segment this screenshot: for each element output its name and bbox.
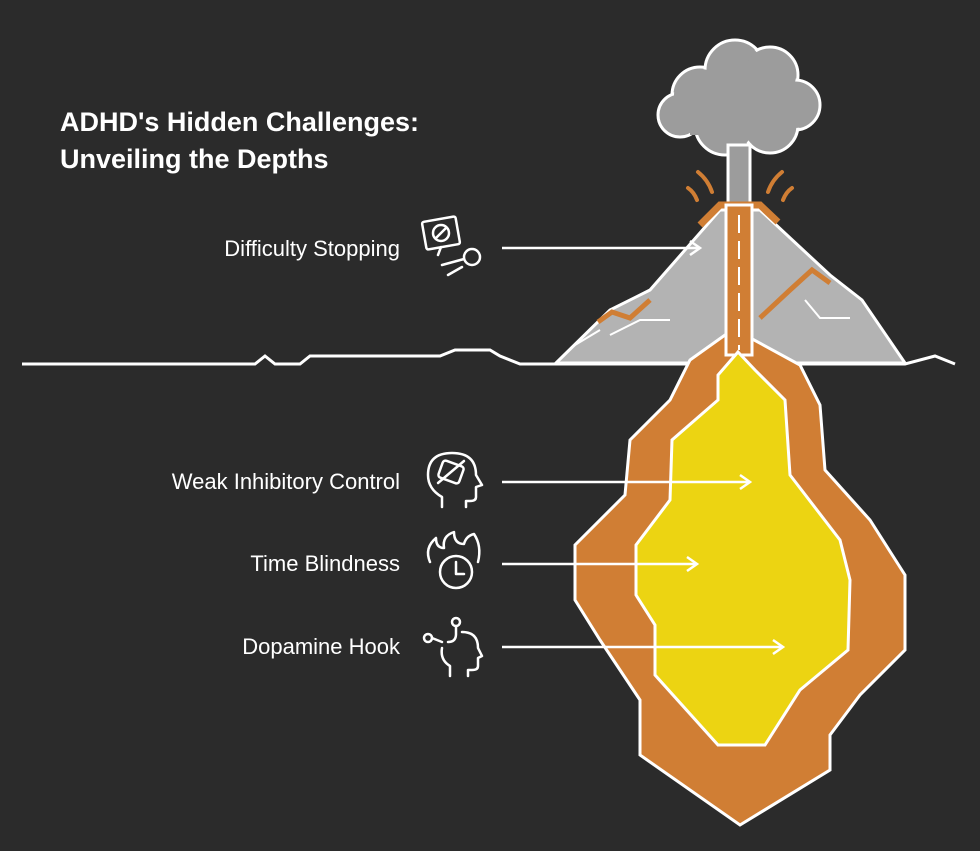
title-line-1: ADHD's Hidden Challenges: [60, 104, 419, 141]
label-dopamine-hook: Dopamine Hook [242, 634, 400, 660]
head-with-crossed-box-icon [420, 445, 490, 515]
head-with-hook-icon [420, 612, 490, 682]
label-time-blindness: Time Blindness [250, 551, 400, 577]
title-line-2: Unveiling the Depths [60, 141, 419, 178]
label-weak-inhibitory-control: Weak Inhibitory Control [172, 469, 400, 495]
stop-sign-person-icon [418, 213, 488, 283]
diagram-title: ADHD's Hidden Challenges: Unveiling the … [60, 104, 419, 178]
smoke-column [728, 145, 750, 205]
clock-flames-icon [420, 528, 490, 598]
label-difficulty-stopping: Difficulty Stopping [224, 236, 400, 262]
